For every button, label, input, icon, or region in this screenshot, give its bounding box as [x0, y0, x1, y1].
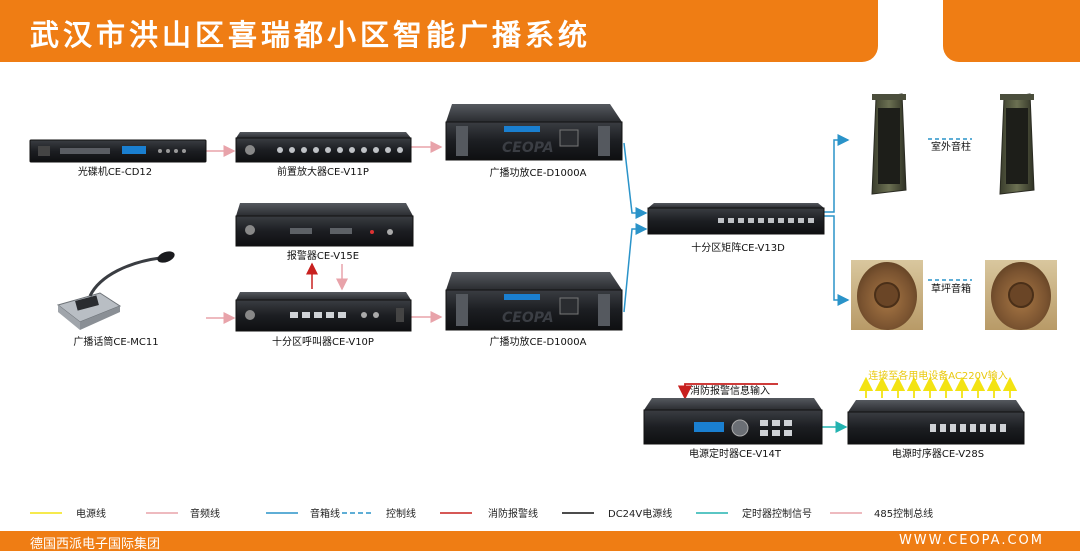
legend-label-fire: 消防报警线	[488, 507, 538, 520]
alarm-device	[235, 203, 414, 247]
company-name: 德国西派电子国际集团	[30, 537, 161, 552]
footer-bar: 德国西派电子国际集团 WWW.CEOPA.COM	[0, 531, 1080, 552]
timer-device	[643, 398, 823, 445]
legend-label-timer: 定时器控制信号	[742, 507, 812, 520]
outdoor-speaker-label: 室外音柱	[931, 140, 971, 153]
power-arrows	[858, 376, 1018, 398]
legend-label-speaker: 音箱线	[310, 507, 340, 520]
amp2-device: CEOPA	[445, 272, 623, 331]
amp1-label: 广播功放CE-D1000A	[490, 166, 587, 179]
amp1-device: CEOPA	[445, 104, 623, 161]
svg-text:CEOPA: CEOPA	[502, 140, 554, 156]
pager-label: 十分区呼叫器CE-V10P	[272, 335, 374, 348]
link-matrix-outdoor	[824, 134, 850, 213]
svg-text:CEOPA: CEOPA	[502, 310, 554, 326]
sequencer-label: 电源时序器CE-V28S	[892, 447, 984, 460]
title-bar-right	[943, 0, 1080, 62]
preamp-device	[235, 132, 412, 163]
legend-label-control: 控制线	[386, 507, 416, 520]
alarm-label: 报警器CE-V15E	[287, 249, 359, 262]
link-amp2-matrix	[623, 223, 648, 313]
matrix-device	[647, 203, 825, 235]
lawn-speaker-left	[851, 260, 923, 330]
outdoor-column-speaker-left	[871, 93, 907, 195]
lawn-speaker-right	[985, 260, 1057, 330]
amp2-label: 广播功放CE-D1000A	[490, 335, 587, 348]
title-bar: 武汉市洪山区喜瑞都小区智能广播系统	[0, 0, 878, 62]
fire-input-arrow	[677, 383, 778, 400]
mic-label: 广播话筒CE-MC11	[73, 335, 158, 348]
sequencer-device	[847, 400, 1025, 445]
legend-label-dc24v: DC24V电源线	[608, 507, 672, 520]
outdoor-column-speaker-right	[999, 93, 1035, 195]
pager-device	[235, 292, 412, 332]
mic-device	[56, 251, 175, 330]
preamp-label: 前置放大器CE-V11P	[277, 165, 369, 178]
lawn-speaker-label: 草坪音箱	[931, 282, 971, 295]
cd-player-label: 光碟机CE-CD12	[78, 165, 152, 178]
timer-label: 电源定时器CE-V14T	[689, 447, 782, 460]
cd-player-device	[29, 139, 207, 163]
link-amp1-matrix	[623, 142, 648, 219]
website-link[interactable]: WWW.CEOPA.COM	[898, 533, 1044, 548]
matrix-label: 十分区矩阵CE-V13D	[691, 241, 785, 254]
legend: 电源线 音频线 音箱线 控制线 消防报警线 DC24V电源线 定时器控制信号 4…	[30, 507, 933, 520]
fire-input-note: 消防报警信息输入	[690, 384, 770, 397]
link-matrix-lawn	[824, 215, 850, 306]
legend-label-audio: 音频线	[190, 507, 220, 520]
legend-label-485: 485控制总线	[874, 507, 933, 520]
legend-label-power: 电源线	[76, 507, 106, 520]
power-input-note: 连接至各用电设备AC220V输入	[868, 369, 1008, 382]
page-title: 武汉市洪山区喜瑞都小区智能广播系统	[30, 18, 592, 52]
